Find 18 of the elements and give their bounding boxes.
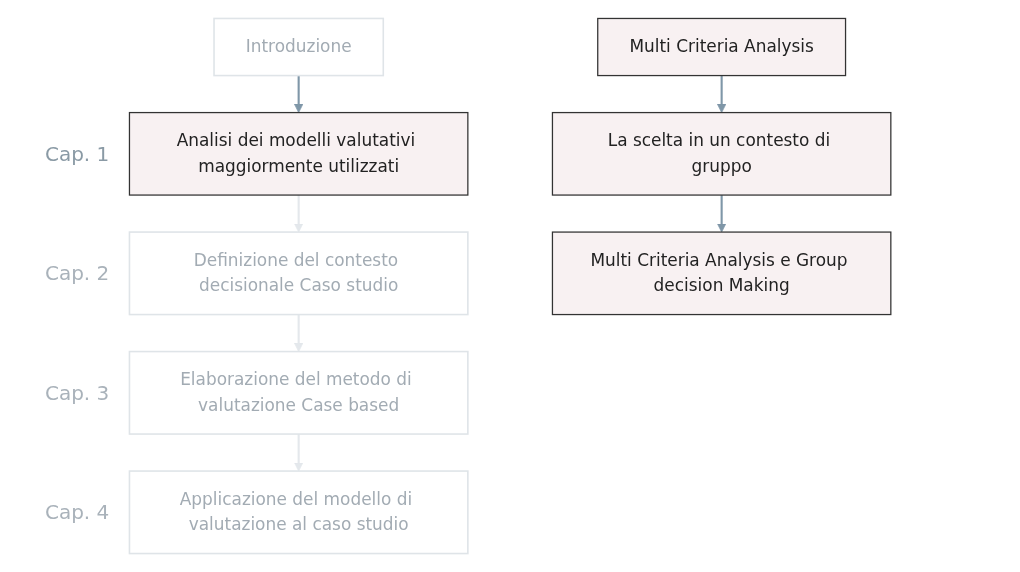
- node-box: Analisi dei modelli valutativi maggiormente utilizzati: [128, 111, 469, 196]
- node-box: La scelta in un contesto di gruppo: [551, 111, 892, 196]
- node-box: Applicazione del modello di valutazione al caso studio: [128, 470, 469, 555]
- node-box: Introduzione: [213, 17, 384, 77]
- arrow: [716, 75, 727, 113]
- node-box: Definizione del contesto decisionale Caso studio: [128, 231, 469, 316]
- chapter-label: Cap. 2: [44, 261, 110, 286]
- arrow: [293, 195, 304, 233]
- arrow: [293, 434, 304, 472]
- arrow: [716, 195, 727, 233]
- chapter-label: Cap. 1: [44, 141, 110, 166]
- chapter-label: Cap. 3: [44, 380, 110, 405]
- node-box: Elaborazione del metodo di valutazione Case based: [128, 350, 469, 435]
- node-box: Multi Criteria Analysis e Group decision Making: [551, 231, 892, 316]
- chapter-label: Cap. 4: [44, 500, 110, 525]
- arrow: [293, 314, 304, 352]
- node-box: Multi Criteria Analysis: [596, 17, 847, 77]
- arrow: [293, 75, 304, 113]
